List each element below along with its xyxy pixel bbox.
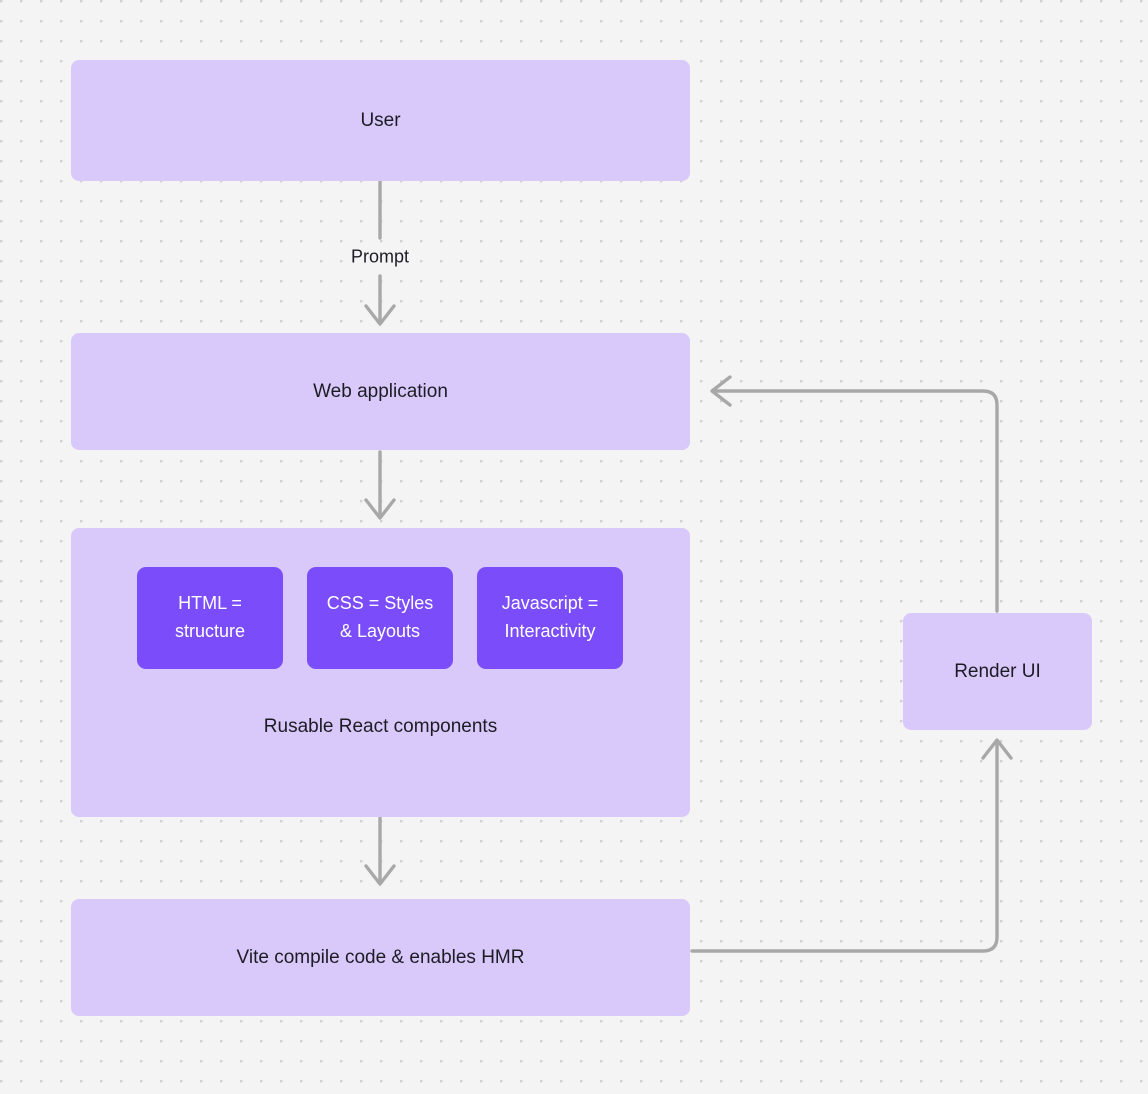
node-javascript[interactable]: Javascript = Interactivity (477, 567, 623, 669)
node-render-ui[interactable]: Render UI (903, 613, 1092, 730)
node-web-application-label: Web application (313, 380, 448, 402)
node-css-label: CSS = Styles & Layouts (326, 593, 434, 641)
node-reusable-react-components-label: Rusable React components (263, 716, 498, 737)
edge-render-to-webapp (710, 375, 999, 613)
node-user-label: User (360, 109, 401, 131)
edge-label-prompt: Prompt (344, 245, 416, 269)
node-vite[interactable]: Vite compile code & enables HMR (71, 899, 690, 1016)
node-web-application[interactable]: Web application (71, 333, 690, 450)
node-vite-label: Vite compile code & enables HMR (236, 946, 525, 968)
node-html-label: HTML = structure (174, 593, 246, 641)
edge-vite-to-render (690, 738, 1013, 953)
edge-webapp-to-components (364, 450, 396, 520)
node-user[interactable]: User (71, 60, 690, 181)
node-html[interactable]: HTML = structure (137, 567, 283, 669)
node-javascript-label: Javascript = Interactivity (501, 593, 599, 641)
edge-components-to-vite (364, 816, 396, 886)
node-render-ui-label: Render UI (954, 660, 1041, 682)
node-css[interactable]: CSS = Styles & Layouts (307, 567, 453, 669)
